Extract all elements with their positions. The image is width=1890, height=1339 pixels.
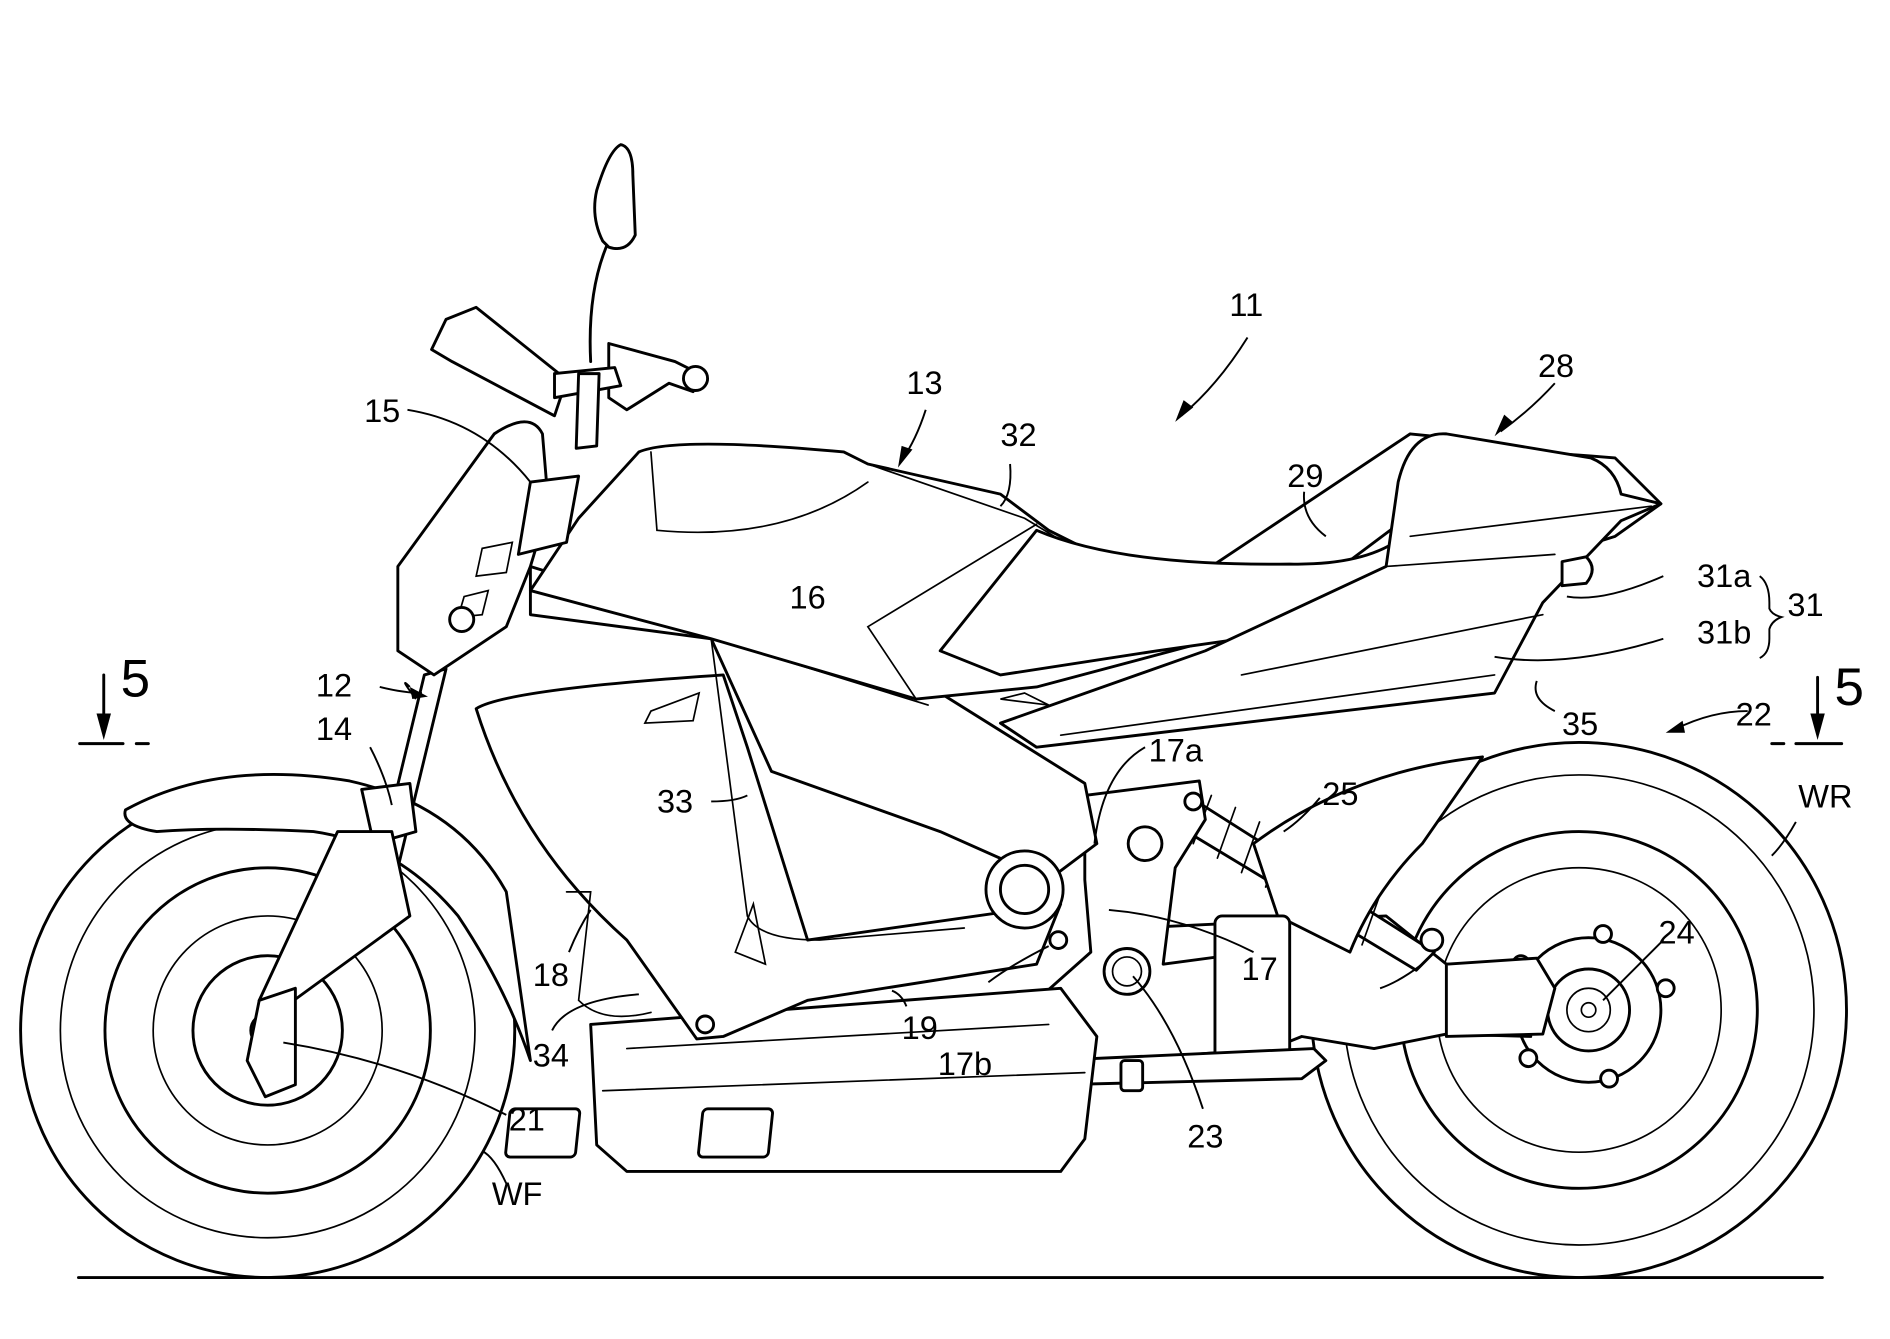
- label-29: 29: [1287, 458, 1323, 494]
- label-32: 32: [1000, 417, 1036, 453]
- label-13: 13: [906, 365, 942, 401]
- label-21: 21: [509, 1101, 545, 1137]
- axle-block: [1444, 956, 1557, 1038]
- label-25: 25: [1322, 776, 1358, 812]
- rear-wheel: [1309, 740, 1848, 1279]
- leader-lines: [283, 336, 1797, 1184]
- label-11: 11: [1229, 287, 1263, 323]
- handlebar: [607, 342, 701, 412]
- front-fender: [123, 773, 532, 1063]
- main-frame: [528, 565, 1099, 882]
- label-28: 28: [1538, 348, 1574, 384]
- meter: [430, 305, 569, 418]
- seat-cowl: [998, 432, 1663, 749]
- headlight-cowl: [396, 420, 550, 677]
- label-22: 22: [1736, 697, 1772, 733]
- label-17b: 17b: [938, 1046, 992, 1082]
- label-17: 17: [1241, 951, 1277, 987]
- label-12: 12: [316, 668, 352, 704]
- label-35: 35: [1562, 706, 1598, 742]
- mirror-stem: [588, 239, 611, 364]
- brace-31: [1759, 575, 1785, 659]
- label-15: 15: [364, 393, 400, 429]
- label-34: 34: [533, 1038, 569, 1074]
- mirror: [593, 143, 637, 251]
- label-19: 19: [902, 1010, 938, 1046]
- side-panel-33: [474, 673, 1063, 1041]
- label-14: 14: [316, 711, 352, 747]
- label-31: 31: [1787, 587, 1823, 623]
- label-24: 24: [1658, 915, 1694, 951]
- label-31a: 31a: [1697, 558, 1752, 594]
- label-33: 33: [657, 783, 693, 819]
- label-WR: WR: [1798, 778, 1852, 814]
- label-31b: 31b: [1697, 615, 1751, 651]
- reference-labels: 11 12 13 14 15 16 17 17a 17b 18 19 21 22…: [316, 287, 1853, 1212]
- label-23: 23: [1187, 1118, 1223, 1154]
- section-label-left: 5: [121, 650, 151, 709]
- label-17a: 17a: [1149, 733, 1204, 769]
- section-label-right: 5: [1834, 658, 1863, 717]
- tail-light: [1560, 555, 1594, 588]
- rear-fender: [1252, 755, 1484, 954]
- section-marker-right: 5: [1770, 658, 1864, 746]
- section-marker-left: 5: [78, 650, 151, 746]
- battery-case-lower: [589, 986, 1099, 1173]
- label-18: 18: [533, 957, 569, 993]
- label-WF: WF: [492, 1176, 543, 1212]
- label-16: 16: [790, 580, 826, 616]
